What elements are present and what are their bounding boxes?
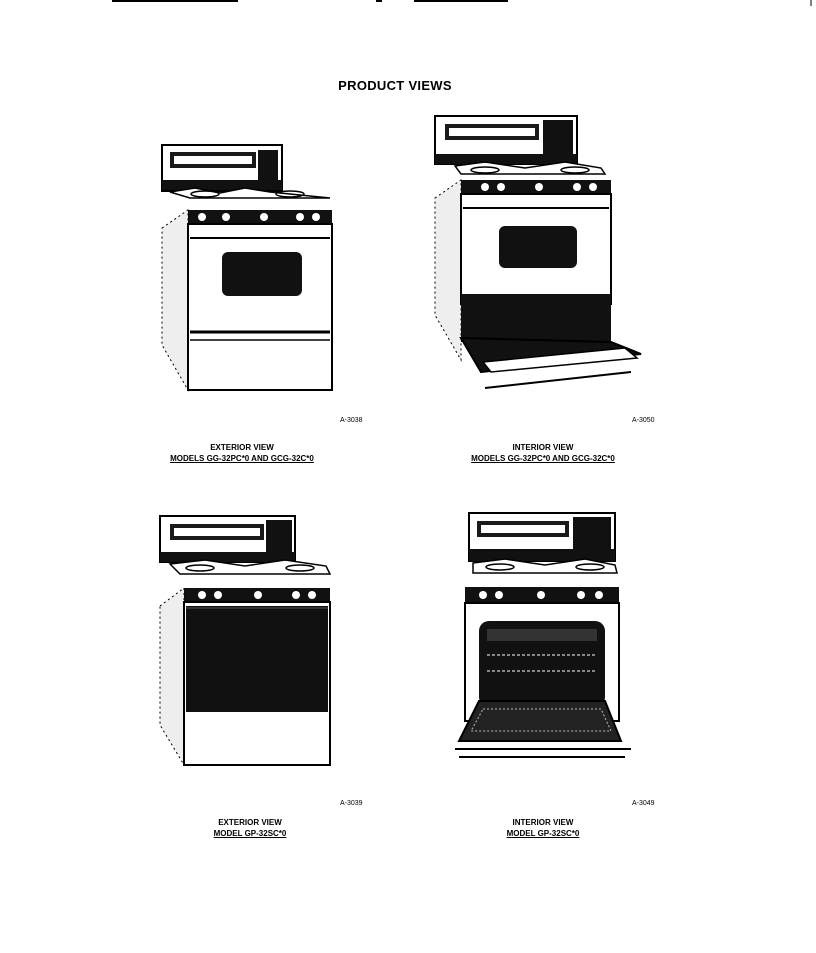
caption-models: MODEL GP-32SC*0 <box>506 829 580 838</box>
figure-caption: INTERIOR VIEW MODEL GP-32SC*0 <box>413 817 673 839</box>
figure-exterior-gg-32pc <box>150 140 350 400</box>
caption-view: INTERIOR VIEW <box>512 818 574 827</box>
figure-code: A-3050 <box>632 417 655 424</box>
caption-view: INTERIOR VIEW <box>512 443 574 452</box>
header-rule-marks <box>112 0 812 6</box>
figure-caption: EXTERIOR VIEW MODEL GP-32SC*0 <box>120 817 380 839</box>
figure-interior-gg-32pc <box>425 110 655 410</box>
figure-code: A-3049 <box>632 800 655 807</box>
caption-view: EXTERIOR VIEW <box>210 443 274 452</box>
range-interior-drawer-illustration <box>434 115 642 389</box>
figure-interior-gp-32sc <box>445 505 645 775</box>
caption-models: MODELS GG-32PC*0 AND GCG-32C*0 <box>471 454 615 463</box>
figure-caption: INTERIOR VIEW MODELS GG-32PC*0 AND GCG-3… <box>413 442 673 464</box>
caption-models: MODEL GP-32SC*0 <box>213 829 287 838</box>
range-exterior-dark-illustration <box>159 515 332 767</box>
figure-caption: EXTERIOR VIEW MODELS GG-32PC*0 AND GCG-3… <box>112 442 372 464</box>
caption-view: EXTERIOR VIEW <box>218 818 282 827</box>
figure-exterior-gp-32sc <box>150 510 350 770</box>
range-interior-oven-illustration <box>455 512 631 758</box>
range-exterior-illustration <box>161 144 333 392</box>
figure-code: A-3038 <box>340 417 363 424</box>
figure-code: A-3039 <box>340 800 363 807</box>
page-title: PRODUCT VIEWS <box>338 78 452 93</box>
caption-models: MODELS GG-32PC*0 AND GCG-32C*0 <box>170 454 314 463</box>
